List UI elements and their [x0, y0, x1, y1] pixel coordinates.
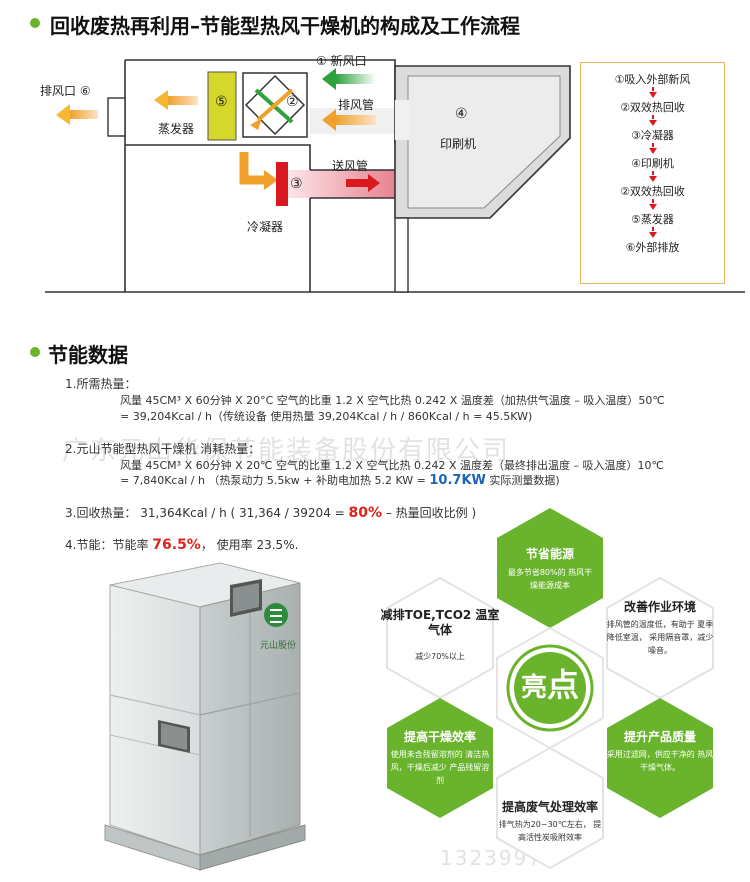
hex-body-quality: 采用过滤网，供应干净的 热风干燥气体。 — [606, 750, 714, 772]
section-title-energy-data: 节能数据 — [48, 343, 128, 367]
flow-step: ①吸入外部新风 — [614, 73, 691, 86]
flow-step: ②双效热回收 — [620, 101, 685, 114]
flow-step: ⑥外部排放 — [625, 241, 680, 254]
data-text: ， 使用率 23.5%. — [200, 538, 299, 552]
condenser-label: 冷凝器 — [247, 220, 284, 234]
data-text: – 热量回收比例 ) — [382, 506, 477, 520]
data-heading-consumption: 2.元山节能型热风干燥机 消耗热量： — [65, 442, 261, 456]
hex-body-drying-efficiency: 使用未含残留溶剂的 清洁热风，干燥后减少 产品残留溶剂 — [390, 750, 490, 785]
watermark: 广东元山华保节能装备股份有限公司 — [62, 436, 511, 466]
down-arrow-icon — [648, 204, 657, 210]
condenser-number: ③ — [290, 176, 303, 192]
down-arrow-icon — [648, 232, 657, 238]
hex-title-quality: 提升产品质量 — [623, 730, 696, 744]
highlight-percent: 80% — [348, 505, 383, 521]
hex-title-emissions: 减排TOE,TCO2 温室气体 — [380, 608, 500, 637]
workflow-diagram — [45, 59, 745, 293]
data-recovered-heat: 3.回收热量： 31,364Kcal / h ( 31,364 / 39204 … — [65, 504, 476, 521]
evaporator-label: 蒸发器 — [158, 122, 195, 136]
data-heading-required-heat: 1.所需热量： — [65, 377, 137, 391]
data-formula-result: = 39,204Kcal / h（传统设备 使用热量 39,204Kcal / … — [120, 410, 533, 423]
highlights-hex-graphic — [386, 508, 714, 870]
hex-body-emissions: 减少70%以上 — [415, 652, 465, 661]
flow-step: ②双效热回收 — [620, 185, 685, 198]
evaporator-number: ⑤ — [215, 94, 228, 110]
section-bullet — [30, 18, 40, 28]
data-text: 4.节能：节能率 — [65, 538, 153, 552]
printer-label: 印刷机 — [440, 137, 477, 151]
hex-center: 亮点 — [505, 660, 595, 706]
section-bullet — [30, 347, 40, 357]
data-energy-saving: 4.节能：节能率 76.5%， 使用率 23.5%. — [65, 536, 298, 553]
flow-step: ④印刷机 — [631, 157, 674, 170]
hex-body-energy-saving: 最多节省80%的 热风干燥能源成本 — [507, 568, 593, 590]
hex-body-exhaust-treatment: 排气热为20~30℃左右， 提高活性炭吸附效率 — [498, 820, 602, 842]
hex-title-environment: 改善作业环境 — [623, 600, 696, 614]
supply-pipe-label: 送风管 — [332, 159, 369, 173]
down-arrow-icon — [648, 148, 657, 154]
hex-center-char: 点 — [547, 666, 580, 704]
section-title-workflow: 回收废热再利用–节能型热风干燥机的构成及工作流程 — [50, 14, 520, 38]
dryer-machine-image — [104, 562, 306, 871]
data-formula: 风量 45CM³ X 60分钟 X 20°C 空气的比重 1.2 X 空气比热 … — [120, 394, 665, 407]
highlight-kw: 10.7KW — [429, 473, 486, 488]
data-formula: 风量 45CM³ X 60分钟 X 20℃ 空气的比重 1.2 X 空气比热 0… — [120, 459, 664, 472]
flow-step: ③冷凝器 — [631, 129, 674, 142]
hex-title-exhaust-treatment: 提高废气处理效率 — [501, 800, 598, 814]
hex-body-environment: 排风管的温度低，有助于 夏季降低室温， 采用隔音罩，减少噪音。 — [606, 620, 714, 655]
data-formula-result: = 7,840Kcal / h （热泵动力 5.5kw + 补助电加热 5.2 … — [120, 472, 560, 488]
highlight-percent: 76.5% — [152, 537, 201, 553]
fresh-air-inlet-label: ① 新风口 — [316, 54, 367, 68]
hex-title-energy-saving: 节省能源 — [525, 547, 574, 561]
down-arrow-icon — [648, 120, 657, 126]
exhaust-outlet-label: 排风口 ⑥ — [40, 84, 91, 98]
hex-title-drying-efficiency: 提高干燥效率 — [403, 730, 476, 744]
heat-exchanger-number: ② — [286, 94, 299, 110]
down-arrow-icon — [648, 92, 657, 98]
hex-center-char: 亮 — [520, 673, 547, 703]
printer-number: ④ — [455, 106, 468, 122]
data-text: 3.回收热量： 31,364Kcal / h ( 31,364 / 39204 … — [65, 506, 349, 520]
exhaust-pipe-label: 排风管 — [338, 98, 375, 112]
data-text: = 7,840Kcal / h （热泵动力 5.5kw + 补助电加热 5.2 … — [120, 474, 430, 487]
data-text: 实际测量数据) — [485, 474, 560, 487]
down-arrow-icon — [648, 176, 657, 182]
workflow-steps-box: ①吸入外部新风 ②双效热回收 ③冷凝器 ④印刷机 ②双效热回收 ⑤蒸发器 ⑥外部… — [580, 62, 725, 284]
machine-logo-text: 元山股份 — [260, 641, 297, 651]
flow-step: ⑤蒸发器 — [631, 213, 674, 226]
